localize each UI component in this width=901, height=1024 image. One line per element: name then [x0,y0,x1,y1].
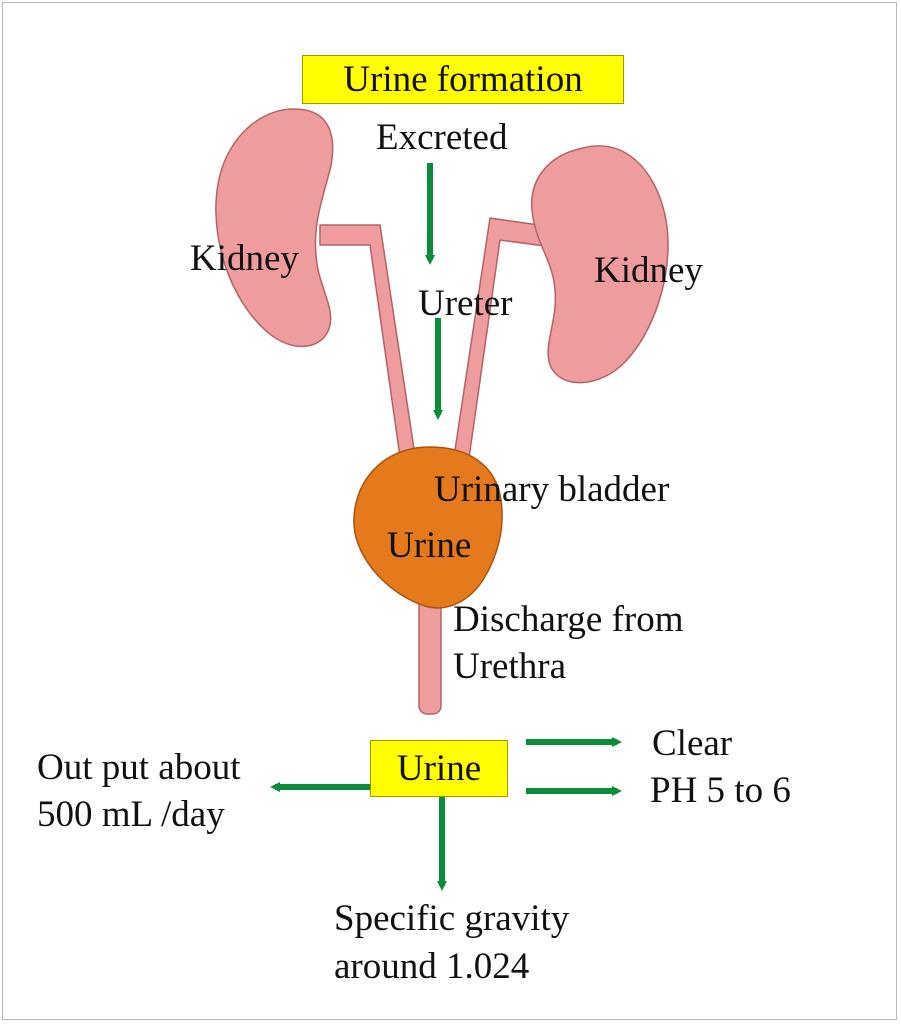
clear-label: Clear [652,723,733,764]
right-kidney-label: Kidney [594,250,703,291]
left-kidney [215,108,334,347]
ph-label: PH 5 to 6 [650,770,791,811]
urinary-bladder [353,446,503,609]
urinary-bladder-label: Urinary bladder [434,469,670,510]
left-kidney-label: Kidney [190,238,299,279]
gravity-label-line2: around 1.024 [334,946,530,987]
output-label-line2: 500 mL /day [37,794,225,835]
left-ureter [319,224,419,479]
ureter-label: Ureter [418,283,513,324]
diagram-title: Urine formation [343,59,583,100]
discharge-label-line2: Urethra [453,646,566,687]
gravity-label-line1: Specific gravity [334,898,570,939]
bladder-urine-label: Urine [387,525,472,566]
urine-box: Urine [370,740,508,797]
urethra [418,591,442,715]
output-label-line1: Out put about [37,747,241,788]
excreted-label: Excreted [376,117,508,158]
title-box: Urine formation [302,55,624,104]
right-kidney [531,145,669,384]
urine-box-label: Urine [396,748,482,789]
discharge-label-line1: Discharge from [453,599,684,640]
right-ureter [451,217,561,473]
